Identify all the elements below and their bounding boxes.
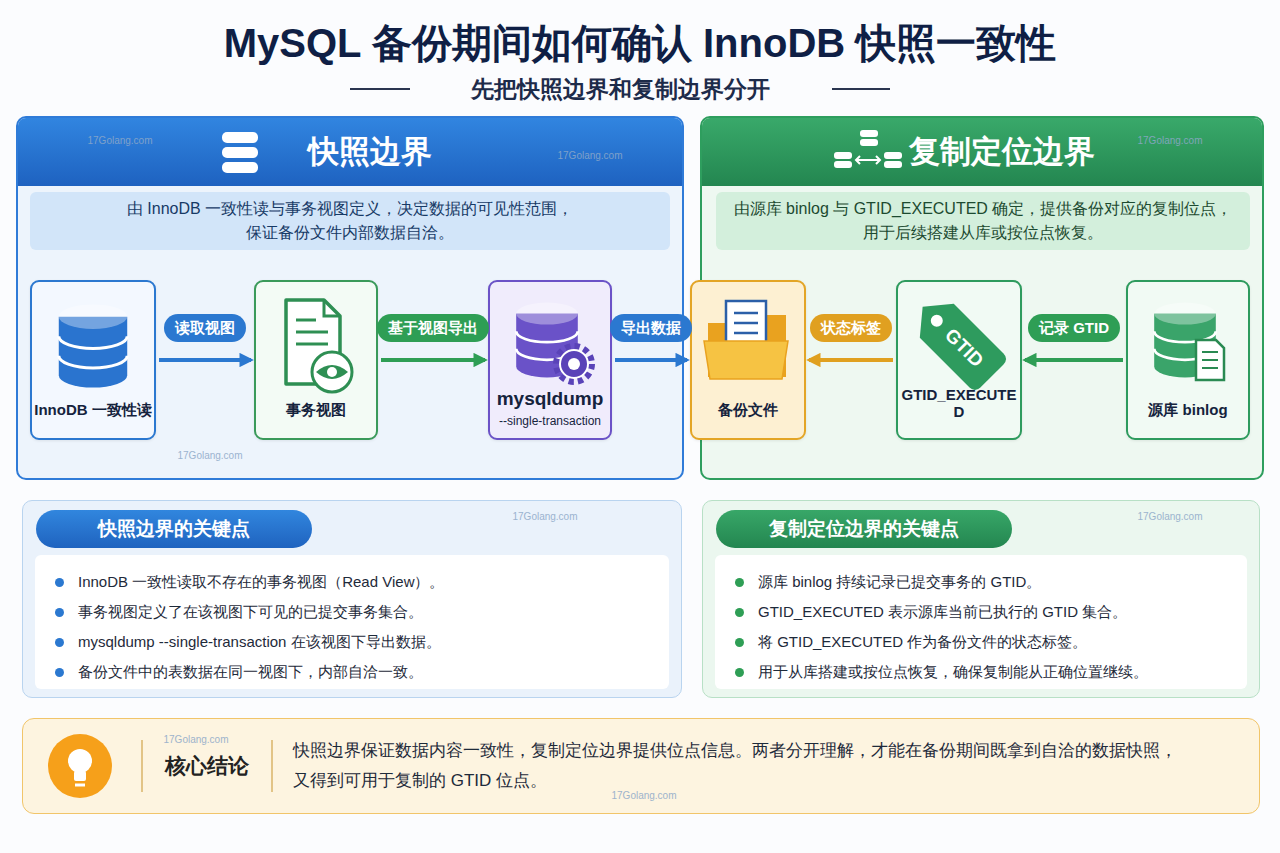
watermark: 17Golang.com [1137, 135, 1202, 146]
bullet-row: mysqldump --single-transaction 在该视图下导出数据… [55, 627, 649, 657]
description-text: 由 InnoDB 一致性读与事务视图定义，决定数据的可见性范围， 保证备份文件内… [46, 197, 654, 245]
bullet-row: 将 GTID_EXECUTED 作为备份文件的状态标签。 [735, 627, 1227, 657]
keypoint-panel: 快照边界的关键点 InnoDB 一致性读取不存在的事务视图（Read View）。… [22, 500, 682, 698]
bullet-dot [55, 608, 64, 617]
binlog-box: 源库 binlog [1126, 280, 1250, 440]
bullet-dot [55, 638, 64, 647]
gtid-box: GTID_EXECUTED [896, 280, 1022, 440]
box-label: 源库 binlog [1148, 401, 1227, 420]
description-text: 由源库 binlog 与 GTID_EXECUTED 确定，提供备份对应的复制位… [732, 197, 1234, 245]
bullet-row: 用于从库搭建或按位点恢复，确保复制能从正确位置继续。 [735, 657, 1227, 687]
conclusion-heading: 核心结论 [147, 719, 267, 813]
watermark: 17Golang.com [87, 135, 152, 146]
bullet-list: 源库 binlog 持续记录已提交事务的 GTID。 GTID_EXECUTED … [715, 555, 1247, 689]
bullet-text: InnoDB 一致性读取不存在的事务视图（Read View）。 [78, 573, 444, 592]
bullet-text: 将 GTID_EXECUTED 作为备份文件的状态标签。 [758, 633, 1087, 652]
watermark: 17Golang.com [512, 511, 577, 522]
box-label: GTID_EXECUTED [898, 386, 1020, 420]
box-label: --single-transaction [499, 414, 601, 428]
conclusion-text: 快照边界保证数据内容一致性，复制定位边界提供位点信息。两者分开理解，才能在备份期… [293, 719, 1241, 813]
bullet-row: InnoDB 一致性读取不存在的事务视图（Read View）。 [55, 567, 649, 597]
bullet-dot [735, 668, 744, 677]
bullet-row: 备份文件中的表数据在同一视图下，内部自洽一致。 [55, 657, 649, 687]
section-heading: 快照边界的关键点 [36, 510, 312, 548]
bullet-dot [735, 608, 744, 617]
bullet-text: 用于从库搭建或按位点恢复，确保复制能从正确位置继续。 [758, 663, 1148, 682]
diagram-title: MySQL 备份期间如何确认 InnoDB 快照一致性 [0, 16, 1280, 71]
view-box: 事务视图 [254, 280, 378, 440]
bullet-text: 源库 binlog 持续记录已提交事务的 GTID。 [758, 573, 1041, 592]
subtitle: 先把快照边界和复制边界分开 [471, 74, 770, 105]
watermark: 17Golang.com [177, 450, 242, 461]
section-heading: 复制定位边界的关键点 [716, 510, 1012, 548]
description-box: 由源库 binlog 与 GTID_EXECUTED 确定，提供备份对应的复制位… [716, 192, 1250, 250]
watermark: 17Golang.com [1137, 511, 1202, 522]
bullet-list: InnoDB 一致性读取不存在的事务视图（Read View）。事务视图定义了在… [35, 555, 669, 689]
bullet-row: 事务视图定义了在该视图下可见的已提交事务集合。 [55, 597, 649, 627]
bullet-row: GTID_EXECUTED 表示源库当前已执行的 GTID 集合。 [735, 597, 1227, 627]
bullet-text: 备份文件中的表数据在同一视图下，内部自洽一致。 [78, 663, 423, 682]
bullet-text: 事务视图定义了在该视图下可见的已提交事务集合。 [78, 603, 423, 622]
bullet-dot [735, 578, 744, 587]
tool-box: mysqldump --single-transaction [488, 280, 612, 440]
bullet-text: mysqldump --single-transaction 在该视图下导出数据… [78, 633, 441, 652]
backup-file-box: 备份文件 [690, 280, 806, 440]
box-label: InnoDB 一致性读 [34, 401, 152, 420]
watermark: 17Golang.com [163, 734, 228, 745]
box-label: 备份文件 [718, 401, 778, 420]
subtitle-rule [350, 88, 410, 90]
box-label: mysqldump [497, 388, 604, 410]
source-box: InnoDB 一致性读 [30, 280, 156, 440]
bullet-dot [735, 638, 744, 647]
bullet-text: GTID_EXECUTED 表示源库当前已执行的 GTID 集合。 [758, 603, 1127, 622]
panel-heading: 复制定位边界 [702, 118, 1262, 186]
boundary-panel: 快照边界由 InnoDB 一致性读与事务视图定义，决定数据的可见性范围， 保证备… [16, 116, 684, 480]
description-box: 由 InnoDB 一致性读与事务视图定义，决定数据的可见性范围， 保证备份文件内… [30, 192, 670, 250]
watermark: 17Golang.com [611, 790, 676, 801]
watermark: 17Golang.com [557, 150, 622, 161]
box-label: 事务视图 [286, 401, 346, 420]
subtitle-rule [832, 88, 890, 90]
bullet-dot [55, 668, 64, 677]
bullet-dot [55, 578, 64, 587]
keypoint-panel: 复制定位边界的关键点源库 binlog 持续记录已提交事务的 GTID。 GTID… [702, 500, 1260, 698]
bullet-row: 源库 binlog 持续记录已提交事务的 GTID。 [735, 567, 1227, 597]
